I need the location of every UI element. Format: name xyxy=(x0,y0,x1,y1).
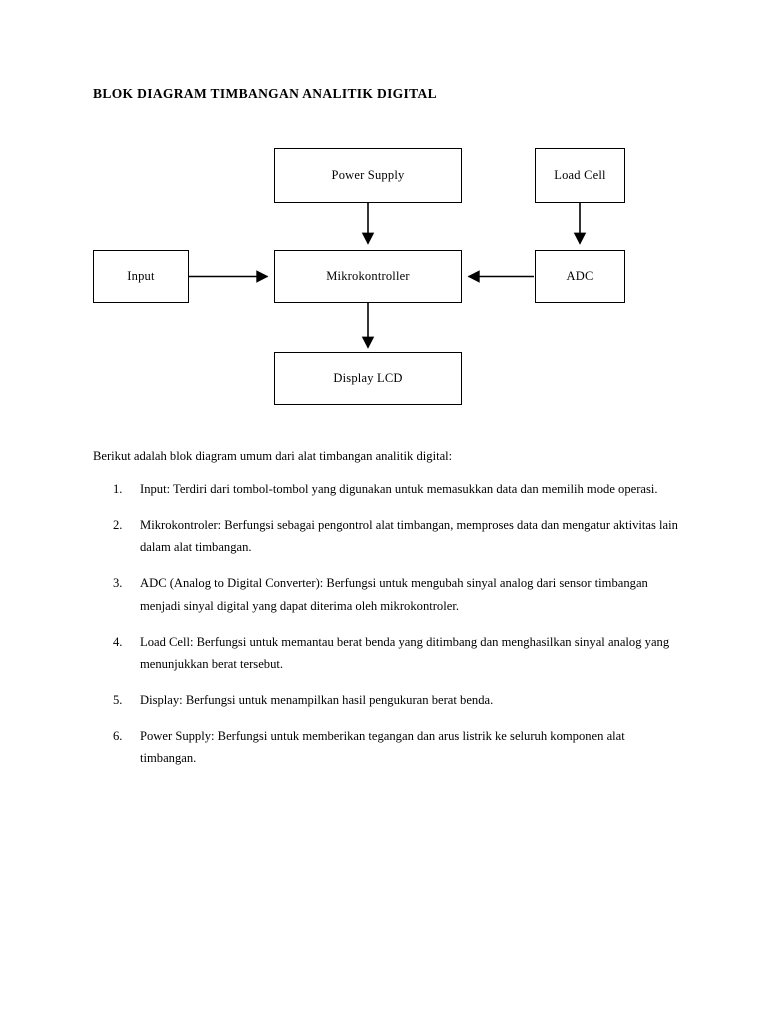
diagram-node-display-lcd[interactable]: Display LCD xyxy=(274,352,462,405)
diagram-node-mikrokontroller[interactable]: Mikrokontroller xyxy=(274,250,462,303)
intro-paragraph: Berikut adalah blok diagram umum dari al… xyxy=(93,449,453,463)
component-list: 1. Input: Terdiri dari tombol-tombol yan… xyxy=(93,478,683,783)
diagram-node-label: Display LCD xyxy=(333,371,403,385)
list-item-text: Input: Terdiri dari tombol-tombol yang d… xyxy=(140,482,658,496)
list-item-marker: 4. xyxy=(113,634,123,649)
diagram-node-label: ADC xyxy=(566,269,594,283)
page-title: BLOK DIAGRAM TIMBANGAN ANALITIK DIGITAL xyxy=(93,86,437,101)
list-item-marker: 1. xyxy=(113,482,123,496)
list-item-marker: 6. xyxy=(113,728,123,743)
diagram-node-input[interactable]: Input xyxy=(93,250,189,303)
list-item-text: Power Supply: Berfungsi untuk memberikan… xyxy=(140,728,625,766)
list-item: 3. ADC (Analog to Digital Converter): Be… xyxy=(93,572,683,617)
list-item: 6. Power Supply: Berfungsi untuk memberi… xyxy=(93,725,683,770)
diagram-node-adc[interactable]: ADC xyxy=(535,250,625,303)
list-item: 2. Mikrokontroler: Berfungsi sebagai pen… xyxy=(93,514,683,559)
list-item-marker: 2. xyxy=(113,517,123,532)
diagram-node-label: Input xyxy=(127,269,155,283)
list-item: 4. Load Cell: Berfungsi untuk memantau b… xyxy=(93,631,683,676)
list-item-text: Display: Berfungsi untuk menampilkan has… xyxy=(140,692,494,707)
diagram-node-label: Load Cell xyxy=(554,168,606,182)
list-item-marker: 5. xyxy=(113,692,123,707)
diagram-node-load-cell[interactable]: Load Cell xyxy=(535,148,625,203)
block-diagram: Power Supply Load Cell Input Mikrokontro… xyxy=(0,0,768,430)
diagram-node-label: Power Supply xyxy=(331,168,405,182)
list-item: 5. Display: Berfungsi untuk menampilkan … xyxy=(93,689,683,711)
list-item: 1. Input: Terdiri dari tombol-tombol yan… xyxy=(93,478,683,500)
list-item-text: Load Cell: Berfungsi untuk memantau bera… xyxy=(140,634,670,671)
list-item-text: Mikrokontroler: Berfungsi sebagai pengon… xyxy=(140,517,678,555)
diagram-node-label: Mikrokontroller xyxy=(326,269,410,283)
diagram-node-power-supply[interactable]: Power Supply xyxy=(274,148,462,203)
list-item-marker: 3. xyxy=(113,576,123,591)
list-item-text: ADC (Analog to Digital Converter): Berfu… xyxy=(140,576,648,613)
